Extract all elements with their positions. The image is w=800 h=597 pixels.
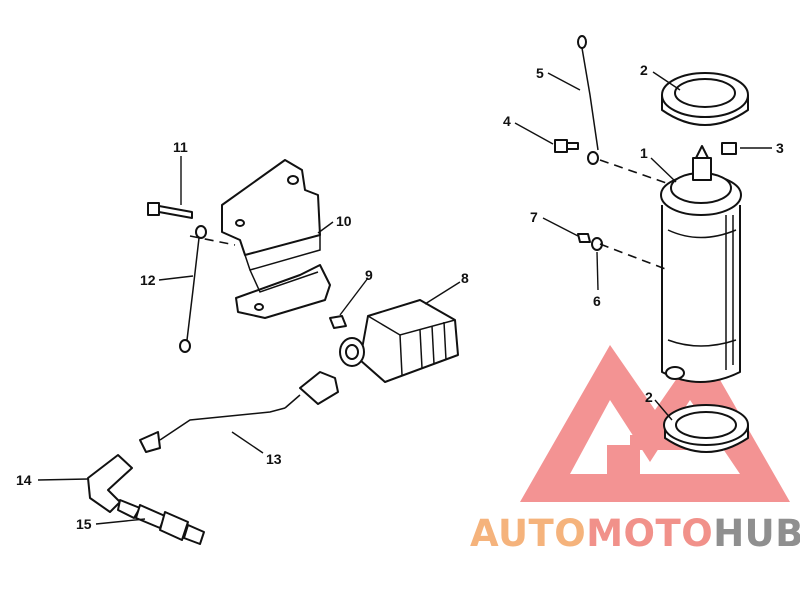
watermark-auto: AUTO [470, 512, 587, 555]
callout-3: 3 [776, 140, 784, 156]
watermark-hub: HUB [713, 512, 800, 555]
ground-cable [577, 35, 599, 165]
rubber-collar-top [661, 72, 749, 126]
bracket-ground-lead [179, 225, 207, 353]
coil-nut [329, 315, 347, 329]
bracket-bolt [147, 202, 193, 219]
callout-2-top: 2 [640, 62, 648, 78]
callout-13: 13 [266, 451, 282, 467]
callout-9: 9 [365, 267, 373, 283]
nut [577, 233, 591, 243]
callout-6: 6 [593, 293, 601, 309]
coil-bracket [221, 159, 331, 319]
callout-1: 1 [640, 145, 648, 161]
callout-labels: 1 2 2 3 4 5 6 7 8 9 10 11 12 13 14 15 [16, 62, 784, 532]
callout-5: 5 [536, 65, 544, 81]
bolt [554, 139, 579, 153]
callout-7: 7 [530, 209, 538, 225]
spark-plug-boot [87, 454, 133, 513]
leader-lines [37, 71, 772, 525]
callout-11: 11 [173, 139, 188, 155]
callout-10: 10 [336, 213, 352, 229]
high-tension-lead [139, 371, 339, 453]
callout-12: 12 [140, 272, 156, 288]
callout-4: 4 [503, 113, 511, 129]
callout-2-bottom: 2 [645, 389, 653, 405]
terminal-nut [721, 142, 737, 155]
watermark-moto: MOTO [586, 512, 714, 555]
rubber-collar-bottom [663, 404, 749, 453]
watermark-logo [520, 345, 790, 502]
ignition-coil [339, 299, 459, 383]
callout-8: 8 [461, 270, 469, 286]
starter-motor [660, 145, 742, 383]
callout-15: 15 [76, 516, 92, 532]
watermark-text: AUTOMOTOHUB [470, 512, 800, 555]
spark-plug [117, 499, 205, 545]
callout-14: 14 [16, 472, 32, 488]
